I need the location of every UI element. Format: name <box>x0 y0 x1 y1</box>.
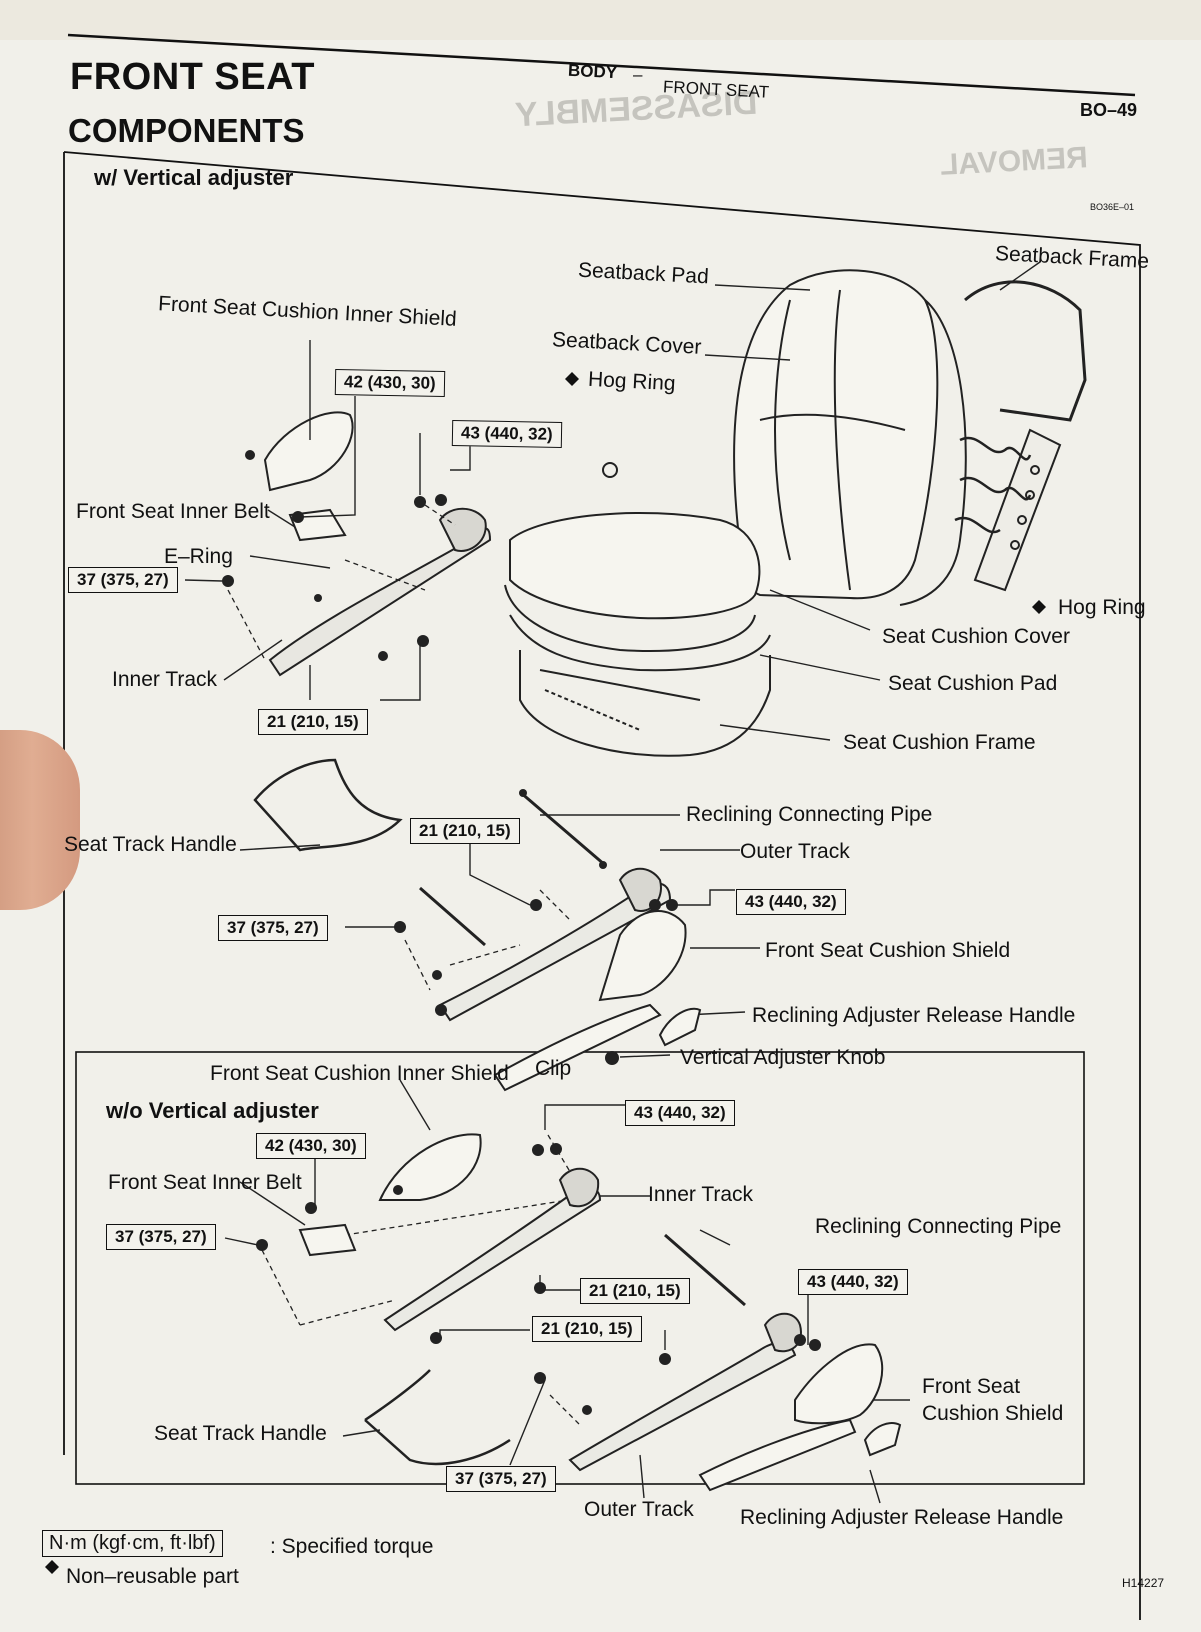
torque-spec: 43 (440, 32) <box>736 889 846 915</box>
torque-spec: 21 (210, 15) <box>532 1316 642 1342</box>
label-seat-cushion-frame: Seat Cushion Frame <box>843 731 1036 754</box>
label-reclining-adjuster-release-handle: Reclining Adjuster Release Handle <box>752 1004 1076 1027</box>
leader-lines <box>184 261 1041 1504</box>
label-clip: Clip <box>535 1057 572 1080</box>
thumb <box>0 730 80 910</box>
torque-spec: 37 (375, 27) <box>446 1466 556 1492</box>
label-hog-ring-2: Hog Ring <box>1058 596 1146 619</box>
label-hog-ring: Hog Ring <box>587 367 677 396</box>
label-seat-cushion-cover: Seat Cushion Cover <box>882 625 1070 648</box>
section-dash: – <box>633 65 643 84</box>
label-vertical-adjuster-knob: Vertical Adjuster Knob <box>680 1046 886 1069</box>
label-inner-track-2: Inner Track <box>648 1183 754 1206</box>
torque-spec: 43 (440, 32) <box>625 1100 735 1126</box>
torque-spec: 42 (430, 30) <box>334 369 445 397</box>
label-outer-track-2: Outer Track <box>584 1498 694 1521</box>
page-number: BO–49 <box>1080 100 1138 120</box>
torque-spec: 42 (430, 30) <box>256 1133 366 1159</box>
inner-track-assembly <box>263 411 492 677</box>
label-seat-track-handle: Seat Track Handle <box>64 833 237 856</box>
torque-spec: 21 (210, 15) <box>580 1278 690 1304</box>
nonreusable-icon <box>45 1560 59 1574</box>
section-label: BODY <box>567 60 618 83</box>
outer-track-assembly <box>253 758 702 1092</box>
legend-nonreusable-text: Non–reusable part <box>66 1565 239 1588</box>
legend-torque-box: N·m (kgf·cm, ft·lbf) <box>42 1530 223 1557</box>
seat-cushion-assembly <box>504 511 771 757</box>
torque-spec: 37 (375, 27) <box>218 915 328 941</box>
panel-heading-vertical: w/ Vertical adjuster <box>94 165 294 190</box>
label-seat-cushion-pad: Seat Cushion Pad <box>888 672 1058 695</box>
torque-spec: 43 (440, 32) <box>451 420 562 448</box>
torque-spec: 37 (375, 27) <box>68 567 178 593</box>
label-seat-track-handle-2: Seat Track Handle <box>154 1422 327 1445</box>
legend-figure-code: H14227 <box>1122 1576 1165 1590</box>
page-edge <box>0 0 1201 40</box>
label-front-seat-cushion-shield-line2: Cushion Shield <box>922 1402 1064 1425</box>
label-inner-track: Inner Track <box>112 668 218 691</box>
nonreusable-icon <box>1032 600 1046 614</box>
label-outer-track: Outer Track <box>740 840 850 863</box>
label-e-ring: E–Ring <box>164 545 233 568</box>
label-reclining-adjuster-release-handle-2: Reclining Adjuster Release Handle <box>740 1506 1064 1529</box>
label-front-seat-inner-belt: Front Seat Inner Belt <box>76 500 270 523</box>
label-front-seat-inner-belt-2: Front Seat Inner Belt <box>108 1171 302 1194</box>
label-front-seat-cushion-shield: Front Seat Cushion Shield <box>765 939 1011 962</box>
page-title: FRONT SEAT <box>70 56 315 98</box>
seatback-assembly <box>733 269 1087 606</box>
label-reclining-connecting-pipe-2: Reclining Connecting Pipe <box>815 1215 1062 1238</box>
label-front-seat-cushion-inner-shield-2: Front Seat Cushion Inner Shield <box>210 1062 509 1085</box>
legend-torque-text: : Specified torque <box>270 1535 434 1558</box>
hog-ring-icon <box>602 462 618 478</box>
torque-spec: 37 (375, 27) <box>106 1224 216 1250</box>
torque-spec: 43 (440, 32) <box>798 1269 908 1295</box>
label-front-seat-cushion-shield-line1: Front Seat <box>922 1375 1021 1398</box>
figure-code: BO36E–01 <box>1090 202 1135 212</box>
bottom-panel-parts <box>298 1133 902 1492</box>
page-subtitle: COMPONENTS <box>68 112 305 149</box>
torque-spec: 21 (210, 15) <box>410 818 520 844</box>
nonreusable-icon <box>565 372 579 386</box>
torque-spec: 21 (210, 15) <box>258 709 368 735</box>
label-reclining-connecting-pipe: Reclining Connecting Pipe <box>686 803 933 826</box>
panel-heading-no-vertical: w/o Vertical adjuster <box>106 1098 319 1123</box>
